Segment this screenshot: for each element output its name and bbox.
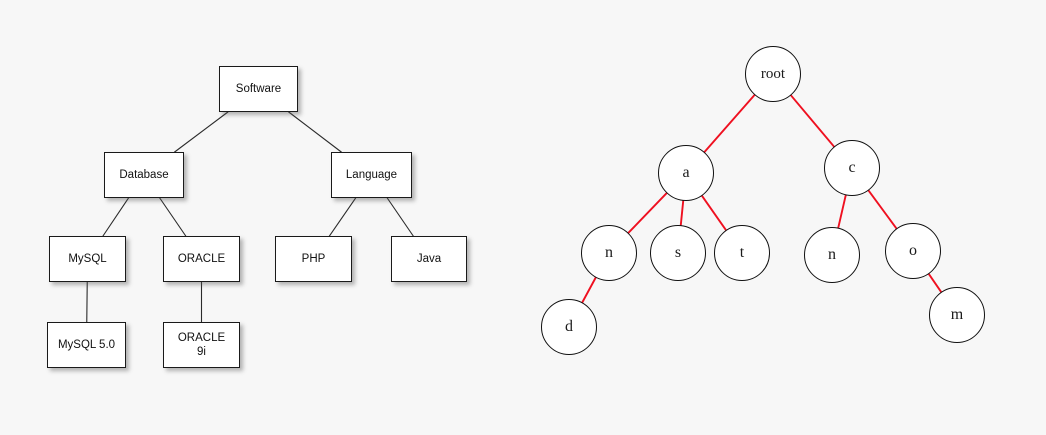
edge-n1-d xyxy=(581,276,597,304)
edge-database-mysql xyxy=(102,197,130,237)
edge-database-oracle xyxy=(159,197,187,237)
node-t[interactable]: t xyxy=(714,225,770,281)
edge-a-t xyxy=(701,194,727,232)
node-label-php: PHP xyxy=(301,252,326,265)
node-label-database: Database xyxy=(119,168,169,181)
node-label-t: t xyxy=(739,244,745,261)
edge-language-php xyxy=(328,197,357,237)
node-software[interactable]: Software xyxy=(219,66,298,112)
node-label-n1: n xyxy=(605,244,613,261)
node-o[interactable]: o xyxy=(885,223,941,279)
node-n1[interactable]: n xyxy=(581,225,637,281)
edge-root-a xyxy=(703,94,756,153)
edge-a-n1 xyxy=(627,192,668,234)
node-label-mysql50: MySQL 5.0 xyxy=(57,338,116,351)
node-oracle9i[interactable]: ORACLE 9i xyxy=(163,322,240,368)
edge-c-o xyxy=(867,189,898,230)
node-label-s: s xyxy=(674,244,682,261)
node-m[interactable]: m xyxy=(929,287,985,343)
node-s[interactable]: s xyxy=(650,225,706,281)
node-label-oracle9i: ORACLE 9i xyxy=(177,331,226,358)
node-label-a: a xyxy=(682,164,690,181)
node-label-n2: n xyxy=(828,246,836,263)
node-label-software: Software xyxy=(235,82,282,95)
node-label-root: root xyxy=(760,65,786,82)
edge-root-c xyxy=(790,94,835,148)
node-oracle[interactable]: ORACLE xyxy=(163,236,240,282)
node-mysql[interactable]: MySQL xyxy=(49,236,126,282)
node-d[interactable]: d xyxy=(541,299,597,355)
edge-software-language xyxy=(288,111,342,153)
node-language[interactable]: Language xyxy=(331,152,412,198)
edge-software-database xyxy=(174,111,229,153)
edge-c-n2 xyxy=(837,194,847,229)
node-java[interactable]: Java xyxy=(391,236,467,282)
node-a[interactable]: a xyxy=(658,145,714,201)
node-root[interactable]: root xyxy=(745,46,801,102)
edge-a-s xyxy=(679,199,685,227)
node-c[interactable]: c xyxy=(824,140,880,196)
node-php[interactable]: PHP xyxy=(275,236,352,282)
edge-o-m xyxy=(927,273,943,293)
node-label-language: Language xyxy=(345,168,398,181)
node-n2[interactable]: n xyxy=(804,227,860,283)
edge-language-java xyxy=(386,197,414,237)
node-label-o: o xyxy=(909,242,917,259)
node-label-java: Java xyxy=(416,252,442,265)
node-label-c: c xyxy=(848,159,856,176)
node-label-d: d xyxy=(565,318,573,335)
node-label-mysql: MySQL xyxy=(68,252,107,265)
node-database[interactable]: Database xyxy=(104,152,184,198)
node-mysql50[interactable]: MySQL 5.0 xyxy=(47,322,126,368)
node-label-oracle: ORACLE xyxy=(177,252,226,265)
node-label-m: m xyxy=(950,306,964,323)
